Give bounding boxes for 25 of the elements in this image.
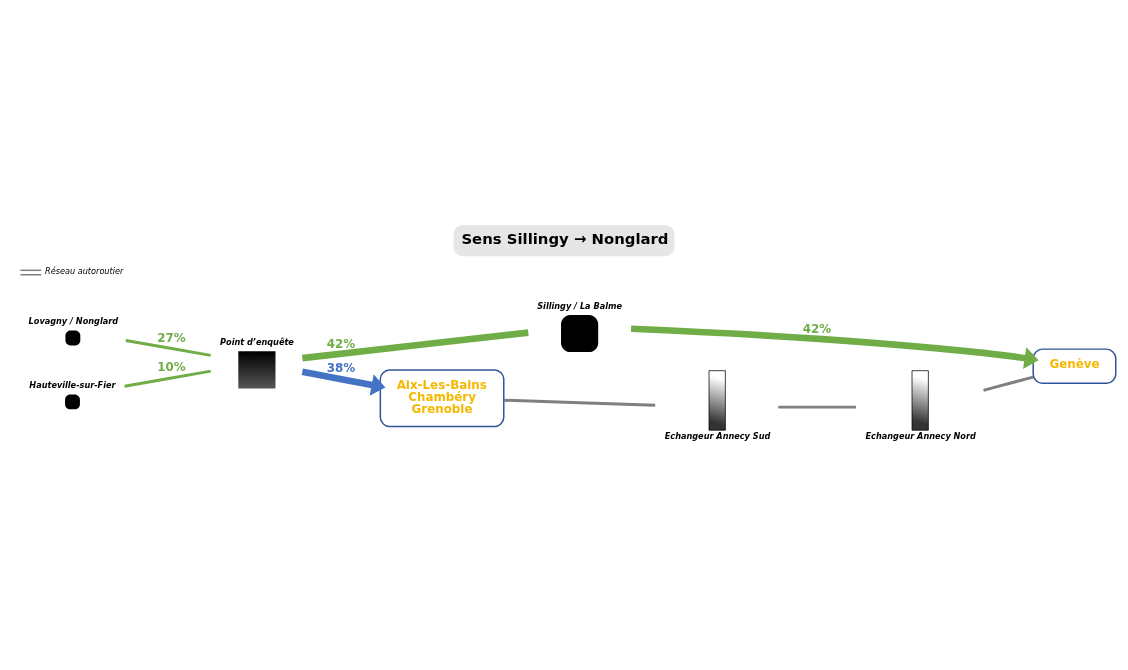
edge-label: 42% bbox=[326, 337, 356, 352]
edge-label: 38% bbox=[326, 361, 356, 376]
connector bbox=[983, 375, 1034, 392]
edge-label: 10% bbox=[157, 360, 186, 375]
arrow bbox=[301, 368, 386, 396]
arrow bbox=[630, 325, 1039, 370]
connector bbox=[503, 398, 656, 407]
edge-label: 42% bbox=[802, 322, 832, 337]
edge-label: 27% bbox=[157, 331, 186, 346]
node-label: Point d’enquête bbox=[220, 337, 294, 348]
node-box: Genève bbox=[1032, 348, 1117, 385]
diagram-title: Sens Sillingy → Nonglard bbox=[461, 229, 669, 248]
node-label: Echangeur Annecy Sud bbox=[664, 430, 771, 441]
node-label: Hauteville-sur-Fier bbox=[29, 380, 116, 391]
connector bbox=[778, 405, 856, 409]
node-label: Lovagny / Nonglard bbox=[28, 316, 119, 327]
node-box: Aix-Les-Bains Chambéry Grenoble bbox=[379, 369, 505, 428]
legend-label: Réseau autoroutier bbox=[44, 265, 124, 276]
node-box bbox=[561, 314, 599, 353]
connector bbox=[124, 369, 211, 388]
connector bbox=[301, 329, 529, 362]
node-label: Echangeur Annecy Nord bbox=[865, 430, 976, 441]
connector bbox=[125, 339, 211, 357]
node-label: Sillingy / La Balme bbox=[537, 300, 622, 311]
node-box bbox=[238, 351, 276, 389]
